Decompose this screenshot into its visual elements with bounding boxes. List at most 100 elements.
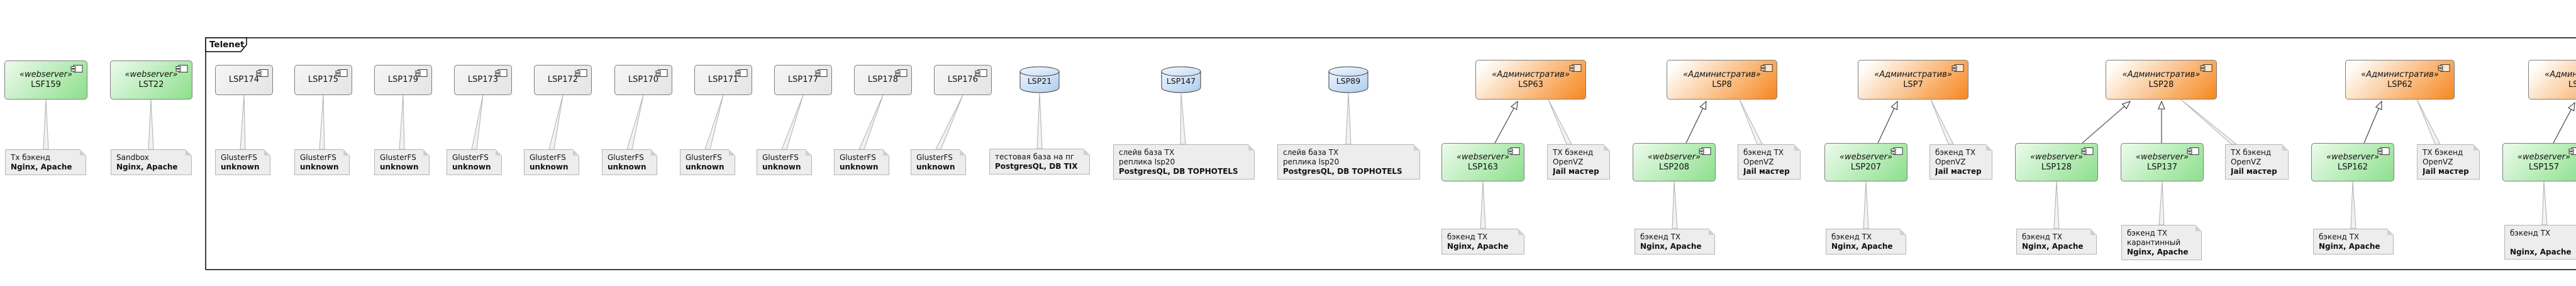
node-name: LSP179 (387, 75, 419, 84)
component-icon (70, 65, 83, 72)
generalization-arrows (1494, 100, 2575, 144)
node-name: LSP170 (628, 75, 659, 84)
node-name: LSP176 (947, 75, 979, 84)
note-line: GlusterFS (452, 153, 489, 162)
note-line: Sandbox (116, 153, 149, 162)
note-lsf159: Тх бэкенд Nginx, Apache (5, 149, 86, 175)
node-name: LST22 (138, 80, 164, 89)
note-line: слейв база ТХ (1119, 148, 1175, 157)
node-stereotype: «Административ» (1492, 69, 1570, 79)
node-stereotype: «Административ» (1683, 69, 1761, 79)
note-line-bold: PostgresQL, DB TIX (995, 162, 1078, 171)
note-line-bold: unknown (762, 163, 801, 171)
node-name: LSP163 (1467, 162, 1499, 172)
note-line-bold: Nginx, Apache (2510, 248, 2572, 256)
note-line: бэкенд ТХ (1743, 148, 1784, 157)
node-lsp207: «webserver»LSP207 (1824, 143, 1907, 181)
node-name: LSP162 (2337, 162, 2368, 172)
note-line-bold: unknown (608, 163, 647, 171)
note-line-bold: unknown (452, 163, 491, 171)
note-line: GlusterFS (762, 153, 799, 162)
note-line: тестовая база на пг (995, 152, 1075, 161)
note-lsp157: бэкенд ТХ Nginx, Apache (2504, 225, 2576, 260)
database-icon (1019, 66, 1060, 93)
node-lsp163: «webserver»LSP163 (1441, 143, 1524, 181)
note-line-bold: Nginx, Apache (2022, 242, 2084, 251)
node-lst22: «webserver» LST22 (110, 60, 192, 100)
note-line: ТХ бэкенд (2423, 148, 2463, 157)
component-icon (575, 69, 587, 77)
database-name: LSP21 (1027, 76, 1052, 86)
node-name: LSP157 (2528, 162, 2560, 172)
note-line: слейв база ТХ (1283, 148, 1339, 157)
node-lsp176: LSP176 (934, 65, 992, 95)
node-lsp208: «webserver»LSP208 (1633, 143, 1716, 181)
component-icon (975, 69, 987, 77)
node-lsp175: LSP175 (294, 65, 352, 95)
note-lsp21: тестовая база на пг PostgresQL, DB TIX (989, 149, 1090, 174)
note-line-bold: unknown (221, 163, 260, 171)
node-stereotype: «webserver» (2517, 152, 2571, 162)
note-line: GlusterFS (221, 153, 257, 162)
component-icon (1699, 147, 1711, 155)
note-line-bold: unknown (380, 163, 419, 171)
component-icon (895, 69, 908, 77)
node-lsp179: LSP179 (374, 65, 432, 95)
component-icon (175, 65, 188, 72)
note-line: OpenVZ (2423, 157, 2453, 166)
note-line: Тх бэкенд (11, 153, 51, 162)
note-line: OpenVZ (2231, 157, 2262, 166)
component-icon (1951, 64, 1964, 72)
node-name: LSP178 (867, 75, 899, 84)
node-name: LSP151 (2568, 79, 2576, 89)
note-line-bold: Nginx, Apache (1447, 242, 1509, 251)
node-name: LSP128 (2041, 162, 2072, 172)
node-name: LSP175 (308, 75, 339, 84)
node-lsp63: «Административ»LSP63 (1475, 60, 1586, 100)
note-line: GlusterFS (840, 153, 876, 162)
component-icon (335, 69, 348, 77)
component-icon (2200, 64, 2212, 72)
note-line: OpenVZ (1553, 157, 1584, 166)
node-name: LSP137 (2146, 162, 2178, 172)
note-line-bold: Nginx, Apache (2127, 248, 2189, 256)
component-icon (1507, 147, 1520, 155)
node-name: LSP207 (1850, 162, 1882, 172)
component-icon (2377, 147, 2390, 155)
note-line-bold: Nginx, Apache (1640, 242, 1702, 251)
node-stereotype: «webserver» (125, 70, 178, 79)
node-stereotype: «webserver» (1647, 152, 1701, 162)
node-stereotype: «webserver» (1839, 152, 1893, 162)
node-lsp28: «Административ»LSP28 (2106, 60, 2217, 100)
node-stereotype: «Административ» (2545, 69, 2576, 79)
node-stereotype: «webserver» (19, 70, 73, 79)
note-line-bold: Jail мастер (1743, 167, 1790, 176)
node-stereotype: «Административ» (1874, 69, 1952, 79)
note-line: GlusterFS (530, 153, 566, 162)
node-lsp178: LSP178 (854, 65, 912, 95)
node-lsp62: «Административ»LSP62 (2345, 60, 2455, 100)
note-line: бэкенд ТХ (1640, 232, 1681, 241)
component-icon (2568, 147, 2576, 155)
node-lsf159: «webserver» LSF159 (4, 60, 87, 100)
note-line: GlusterFS (300, 153, 336, 162)
note-line: бэкенд ТХ (2510, 229, 2551, 237)
node-name: LSP172 (547, 75, 579, 84)
node-lsp7: «Административ»LSP7 (1858, 60, 1968, 100)
node-lsp174: LSP174 (215, 65, 273, 95)
component-icon (2081, 147, 2094, 155)
